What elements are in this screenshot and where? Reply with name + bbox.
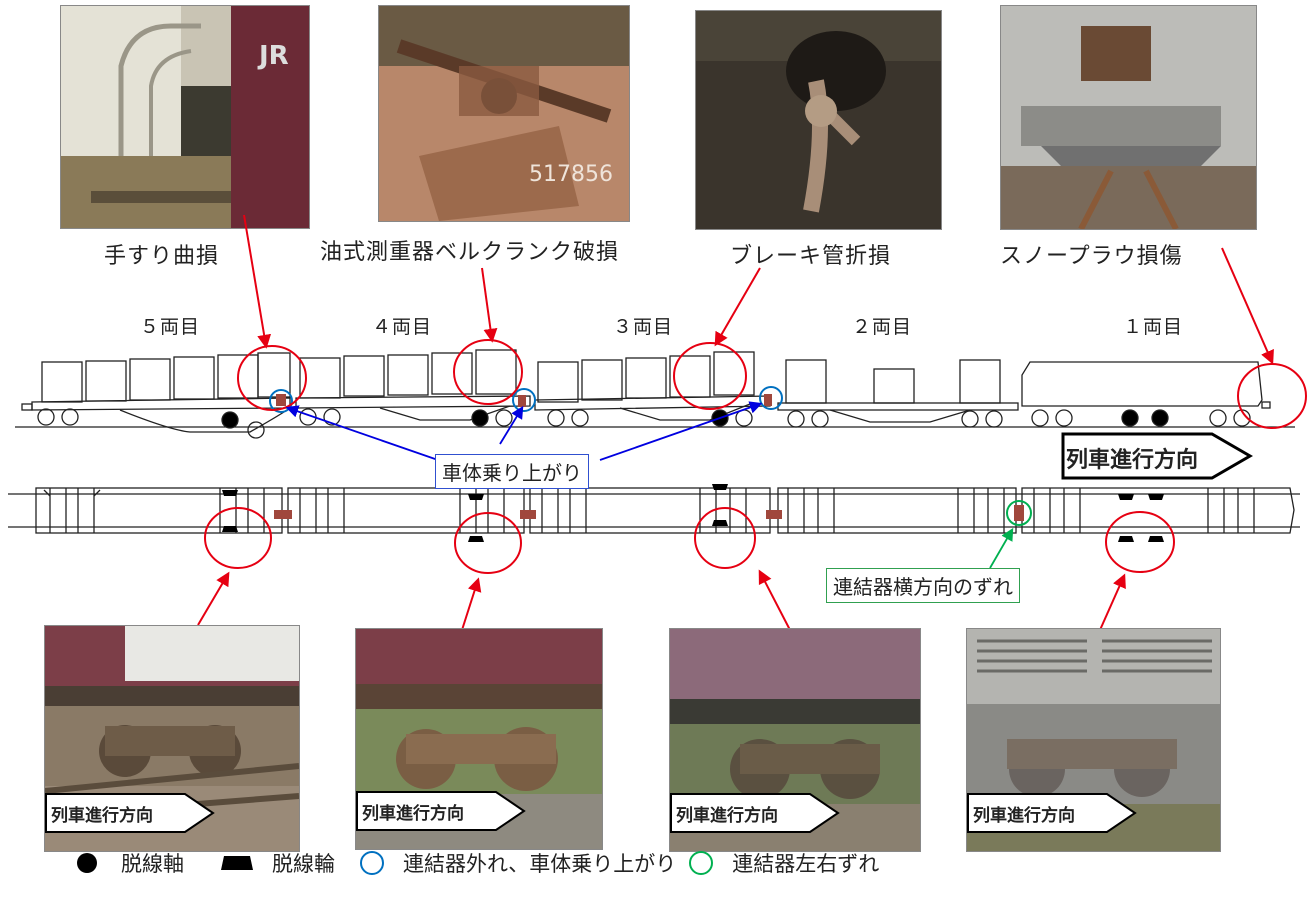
brake-pipe-photo [695,10,942,230]
caption-snowplow: スノープラウ損傷 [1000,244,1183,269]
derailed-wheel-icon [221,856,253,870]
car-label-5: ５両目 [140,316,201,338]
derailed-axle-icon [77,853,97,873]
derailed-wheel-markers [222,484,1164,542]
legend-coupler-detached: 連結器外れ、車体乗り上がり [403,852,677,876]
side-view [15,349,1295,439]
svg-text:517856: 517856 [529,162,613,187]
direction-badge: 列車進行方向 [670,793,840,837]
car-5-side [21,352,291,439]
bogie-photo-car5: 列車進行方向 [44,625,300,852]
caption-brake-pipe: ブレーキ管折損 [730,244,892,269]
legend-derailed-wheel: 脱線輪 [272,852,335,876]
derailed-axle-marker [471,409,489,427]
coupler-detached-icon [360,851,384,875]
derailed-axle-marker [1121,409,1139,427]
car-1-side [1021,361,1271,427]
car-3-side [534,351,771,427]
bogie-photo-car1: 列車進行方向 [966,628,1221,852]
car-body-ride-up-label: 車体乗り上がり [435,454,589,489]
car-label-3: ３両目 [613,316,674,338]
coupler-lateral-shift-label: 連結器横方向のずれ [826,568,1020,603]
legend-derailed-axle: 脱線軸 [121,852,184,876]
bogie-photo-car4: 列車進行方向 [355,628,603,850]
legend-coupler-shift: 連結器左右ずれ [732,852,880,876]
direction-badge: 列車進行方向 [356,791,526,835]
car-2-side [777,359,1019,428]
plan-view [8,487,1300,534]
legend: 脱線軸 脱線輪 連結器外れ、車体乗り上がり 連結器左右ずれ [75,848,879,878]
svg-text:JR: JR [257,41,289,71]
direction-label: 列車進行方向 [1066,448,1199,473]
derailed-axle-marker [711,409,729,427]
direction-badge: 列車進行方向 [967,793,1137,837]
snowplow-photo [1000,5,1257,230]
coupler-shift-icon [689,851,714,875]
caption-handrail: 手すり曲損 [104,244,220,269]
bell-crank-photo: 517856 [378,5,630,222]
handrail-photo: JR [60,5,310,229]
derailed-axle-marker [1151,409,1169,427]
car-4-side [295,349,531,427]
bogie-photo-car3: 列車進行方向 [669,628,921,852]
direction-badge: 列車進行方向 [45,793,215,837]
derailed-axle-marker [221,411,239,429]
caption-bell-crank: 油式測重器ベルクランク破損 [320,240,620,265]
car-label-4: ４両目 [372,316,433,338]
car-label-2: ２両目 [852,316,913,338]
car-label-1: １両目 [1123,316,1184,338]
